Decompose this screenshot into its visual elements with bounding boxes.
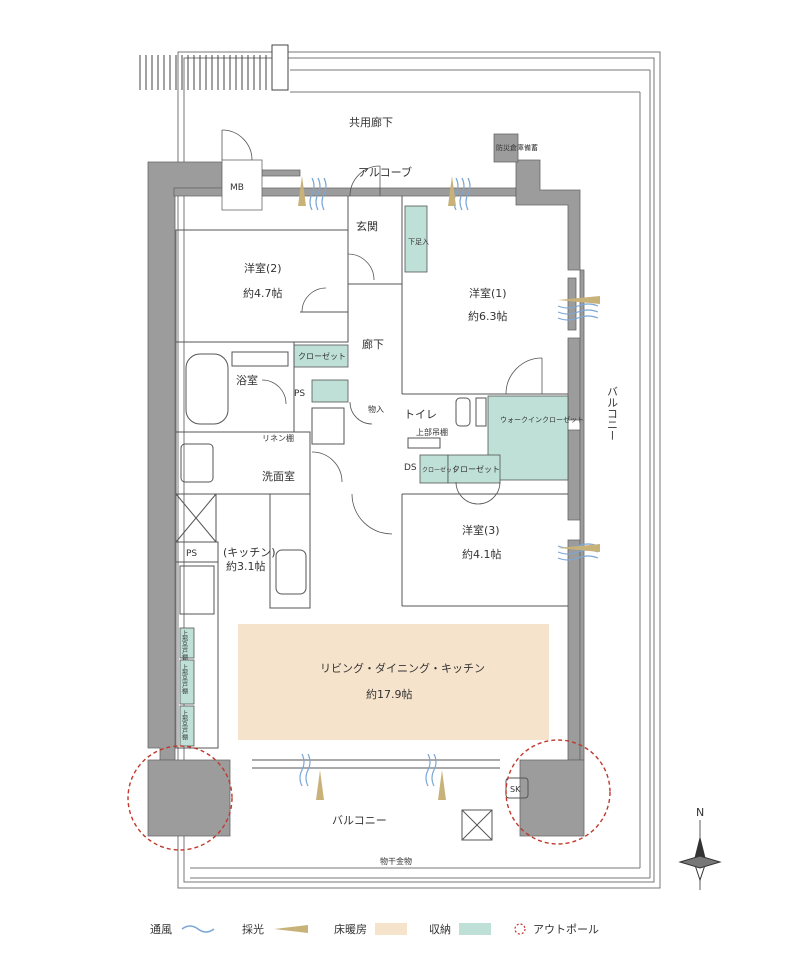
upper-cabinet-label-1: 上部吊戸棚 [181,629,188,661]
legend-label-outpole: アウトポール [533,923,599,936]
ps-label: PS [294,389,305,399]
legend-label-light: 採光 [242,923,264,936]
light-ray-icon [274,925,308,933]
western2-area: 約4.7帖 [243,286,283,300]
legend: 通風 採光 床暖房 収納 アウトポール [150,915,670,943]
compass-n-label: N [696,806,704,819]
legend-label-storage: 収納 [429,923,451,936]
fire-equipment-label: 防災倉庫備蓄 [496,143,538,152]
ldk-area: 約17.9帖 [366,687,413,701]
shoe-storage-label: 下足入 [408,238,429,246]
storage-label: 物入 [368,404,384,414]
compass-icon [678,820,722,890]
legend-item-floor-heating: 床暖房 [334,921,407,937]
legend-item-storage: 収納 [429,921,491,937]
ps-kitchen-label: PS [186,549,197,559]
legend-item-wind: 通風 [150,921,220,937]
upper-shelf-label: 上部吊棚 [416,427,448,437]
toilet-label: トイレ [404,408,437,421]
alcove-label: アルコーブ [358,165,412,179]
light-indicators [298,176,600,800]
wind-wave-icon [181,925,215,933]
western3-name: 洋室(3) [462,523,500,537]
laundry-hardware-label: 物干金物 [380,856,412,866]
corridor-label: 廊下 [362,337,384,351]
entrance-label: 玄関 [356,219,378,233]
common-corridor-label: 共用廊下 [349,115,393,129]
floor-heating-area [238,624,549,740]
outpole-circle-icon [514,923,526,935]
upper-cabinet-label-2: 上部吊戸棚 [181,663,188,695]
legend-item-light: 採光 [242,921,312,937]
legend-label-floor-heating: 床暖房 [334,923,367,936]
linen-shelf-label: リネン棚 [262,433,294,443]
balcony-bottom-label: バルコニー [332,814,387,827]
western1-area: 約6.3帖 [468,309,508,323]
sk-label: SK [510,785,521,794]
kitchen-name: (キッチン) [223,546,276,559]
storage-areas [179,205,569,747]
balcony-outline [177,51,661,889]
upper-cabinet-label-3: 上部吊戸棚 [181,709,188,741]
ds-label: DS [404,463,417,473]
closet-small-label: クローゼット [422,466,458,474]
western3-area: 約4.1帖 [462,547,502,561]
outpole-circles [127,739,611,851]
legend-label-wind: 通風 [150,923,172,936]
walkin-closet-label: ウォークインクローゼット [500,415,584,424]
door-swings [221,129,543,535]
mb-label: MB [230,183,244,193]
interior-lines [175,196,568,841]
ldk-name: リビング・ダイニング・キッチン [320,661,485,675]
floor-heating-swatch [375,923,407,935]
storage-swatch [459,923,491,935]
closet2-label: クローゼット [452,464,500,474]
balcony-right-label: バルコニー [606,386,619,441]
washroom-label: 洗面室 [262,469,295,483]
kitchen-area: 約3.1帖 [226,559,266,573]
western1-name: 洋室(1) [469,286,507,300]
western2-name: 洋室(2) [244,261,282,275]
closet-label: クローゼット [298,351,346,361]
walls [147,133,585,837]
bath-label: 浴室 [236,373,258,387]
adjacent-hatch [139,44,289,91]
legend-item-outpole: アウトポール [513,921,607,937]
